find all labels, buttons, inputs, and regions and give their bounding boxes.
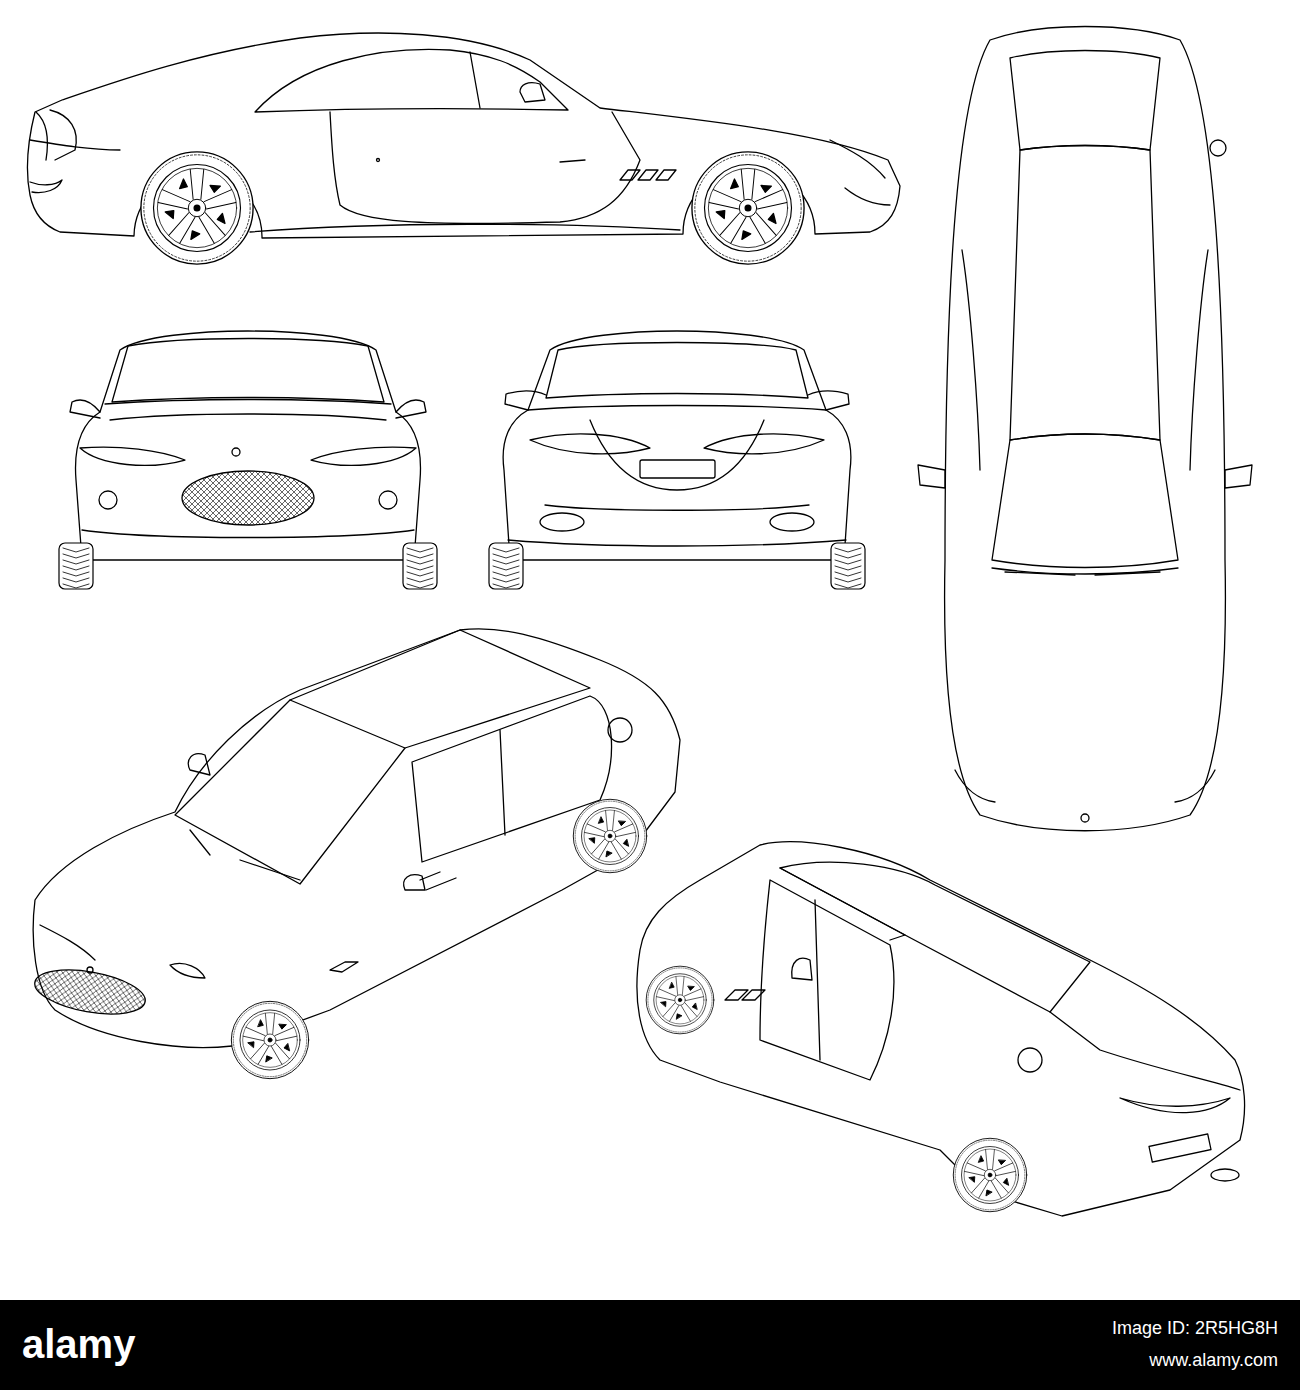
front-view-part [59,543,93,589]
side-view-part [50,110,76,160]
front-view-part [232,448,240,456]
rear-three-quarter-view-part [637,842,1245,1216]
top-view-part [992,434,1178,568]
rear-three-quarter-view-part [760,880,894,1080]
side-view-part [692,152,804,264]
front-three-quarter-view-part [188,754,210,775]
watermark-logo: alamy [22,1322,135,1367]
rear-view-part [590,420,764,490]
rear-three-quarter-view-part [953,1138,1026,1211]
top-view-part [955,770,1215,802]
rear-three-quarter-view-part [792,958,812,980]
front-view [59,331,437,589]
rear-view-part [508,540,846,546]
rear-three-quarter-view-part [725,990,765,1000]
side-view-part [250,224,680,232]
front-three-quarter-view [31,629,680,1079]
rear-three-quarter-view-part [780,862,1090,1012]
front-view-part [182,471,314,525]
rear-view-part [545,505,809,510]
rear-view-part [489,543,523,589]
top-view-part [918,465,945,488]
side-view-part [330,112,640,223]
front-three-quarter-view-part [170,963,205,978]
side-view-part [377,159,380,162]
rear-view [489,331,865,589]
front-view-part [112,339,384,403]
rear-view-part [528,406,826,411]
front-three-quarter-view-part [175,700,405,884]
side-view-part [845,188,890,205]
front-view-part [80,447,185,465]
rear-three-quarter-view-part [1211,1169,1239,1181]
rear-view-part [530,434,650,454]
front-view-part [396,400,426,418]
side-view-part [520,83,545,102]
front-three-quarter-view-part [500,730,505,835]
top-view-part [1210,140,1226,156]
rear-view-part [546,343,808,399]
rear-view-part [505,391,546,410]
front-view-part [99,491,117,509]
front-view-part [110,414,386,420]
front-view-part [311,447,416,465]
top-view-part [1010,51,1160,151]
top-view-part [1225,465,1252,488]
front-three-quarter-view-part [330,872,456,972]
front-view-part [76,331,421,560]
side-view-part [36,112,47,160]
front-three-quarter-view-part [31,963,148,1022]
front-three-quarter-view-part [404,875,425,890]
rear-three-quarter-view-part [646,966,714,1034]
side-view-part [620,170,676,180]
front-three-quarter-view-part [40,925,95,960]
rear-view-part [503,331,851,560]
front-view-part [403,543,437,589]
rear-view-part [640,460,715,478]
side-view-part [30,180,62,193]
top-view-part [1081,814,1089,822]
front-three-quarter-view-part [608,718,632,742]
rear-three-quarter-view-part [1120,1098,1230,1113]
top-view-part [945,27,1226,831]
rear-view-part [808,391,849,410]
top-view [918,27,1252,831]
rear-three-quarter-view-part [1050,1012,1240,1090]
car-illustration-part [28,27,1252,1217]
rear-three-quarter-view [637,842,1245,1216]
side-view-part [141,152,253,264]
top-view-part [962,250,1208,470]
side-view [28,33,900,264]
front-three-quarter-view-part [290,630,590,748]
front-view-part [379,491,397,509]
rear-view-part [704,434,824,454]
footer-bar [0,1300,1300,1390]
front-three-quarter-view-part [190,830,300,880]
top-view-part [992,568,1178,574]
front-view-part [105,400,391,405]
rear-three-quarter-view-part [815,900,820,1060]
front-three-quarter-view-part [573,799,646,872]
footer-text: www.alamy.com [1149,1350,1278,1371]
rear-view-part [770,513,814,531]
rear-view-part [831,543,865,589]
front-three-quarter-view-part [231,1001,308,1078]
top-view-part [1005,572,1160,575]
top-view-part [1010,146,1160,441]
rear-view-part [540,513,584,531]
side-view-part [470,52,480,108]
side-view-part [255,49,568,112]
front-three-quarter-view-part [87,967,93,973]
front-view-part [70,400,100,418]
footer-text: Image ID: 2R5HG8H [1112,1318,1278,1339]
rear-three-quarter-view-part [1149,1134,1211,1162]
side-view-part [830,140,885,178]
front-view-part [82,530,414,538]
rear-three-quarter-view-part [780,868,905,940]
side-view-part [560,160,585,162]
rear-three-quarter-view-part [1018,1048,1042,1072]
